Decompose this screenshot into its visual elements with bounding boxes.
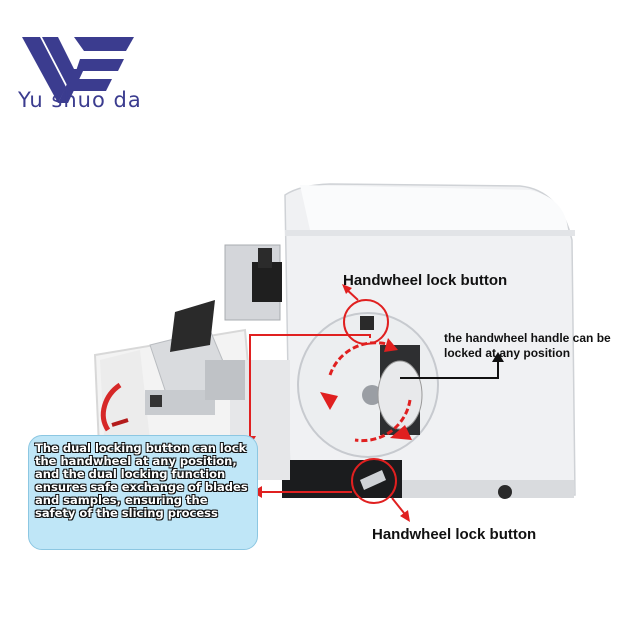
brand-name: Yu shuo da <box>18 88 142 112</box>
dual-locking-info-text: The dual locking button can lock the han… <box>35 441 248 520</box>
handwheel-handle-note: the handwheel handle can be locked at an… <box>444 331 611 360</box>
brand-logo-icon <box>22 37 134 103</box>
dual-locking-info-box: The dual locking button can lock the han… <box>28 435 258 550</box>
handwheel-lock-label-top: Handwheel lock button <box>343 272 508 289</box>
handwheel-lock-label-bottom: Handwheel lock button <box>372 526 537 543</box>
